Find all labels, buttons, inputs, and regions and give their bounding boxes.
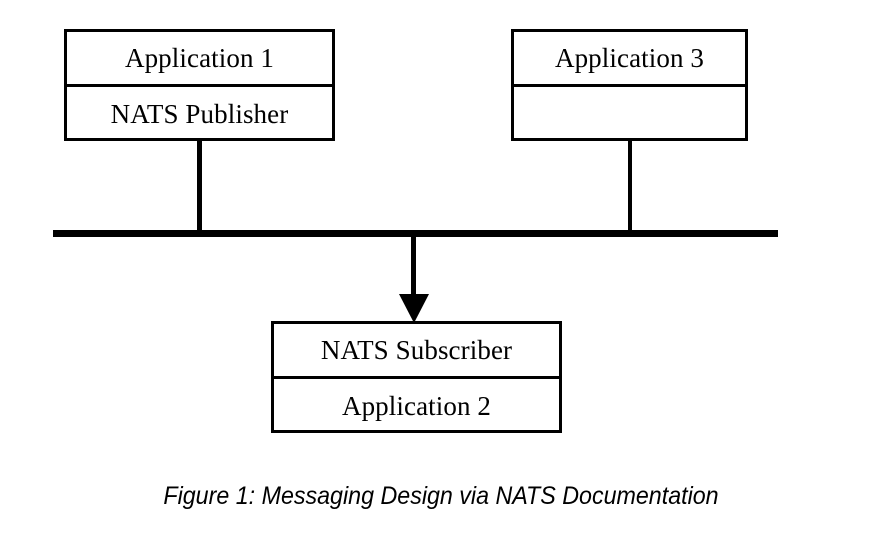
node-application-2-title: Application 2 — [341, 390, 492, 421]
node-application-3-title: Application 3 — [514, 32, 745, 87]
message-bus-line — [53, 230, 778, 237]
connector-application-1-to-bus — [197, 138, 202, 232]
arrow-head-icon — [399, 294, 429, 323]
node-application-1-title: Application 1 — [67, 32, 332, 87]
node-application-1: Application 1 NATS Publisher — [64, 29, 335, 141]
node-application-3-role — [514, 87, 745, 141]
figure-caption: Figure 1: Messaging Design via NATS Docu… — [163, 482, 719, 510]
node-application-2-role: NATS Subscriber — [274, 324, 559, 379]
node-application-3: Application 3 — [511, 29, 748, 141]
arrow-shaft-bus-to-subscriber — [411, 235, 416, 298]
node-application-1-role: NATS Publisher — [110, 98, 289, 129]
connector-application-3-to-bus — [628, 138, 632, 232]
node-application-2: NATS Subscriber Application 2 — [271, 321, 562, 433]
